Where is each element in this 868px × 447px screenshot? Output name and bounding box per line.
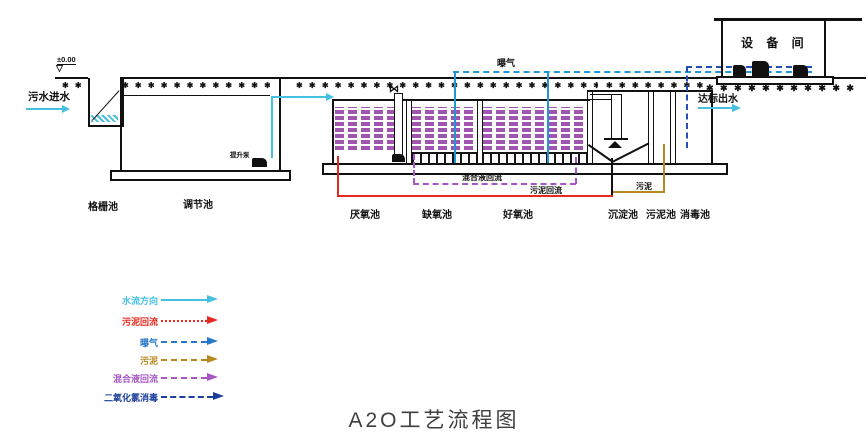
soil-hatch-row: ✱ ✱ ✱ ✱ ✱ ✱ ✱ ✱ ✱ ✱ ✱ ✱ ✱ ✱ ✱ ✱ ✱ ✱ ✱ ✱ … — [296, 81, 598, 90]
clarifier-center-well — [611, 94, 622, 140]
feed-arrow-icon — [326, 93, 334, 101]
legend-arrow-icon — [207, 355, 218, 363]
feed-pipe-line — [271, 96, 327, 98]
anaerobic-anoxic-wall — [406, 99, 412, 164]
soil-hatch-row: ✱ ✱ ✱ ✱ ✱ ✱ ✱ ✱ ✱ ✱ ✱ ✱ ✱ ✱ ✱ — [606, 81, 706, 90]
legend-label: 二氧化氯消毒 — [103, 393, 158, 403]
clarifier-cone-icon — [608, 141, 622, 148]
equipment-room-wall — [721, 21, 723, 78]
soil-hatch-row: ✱ ✱ ✱ ✱ ✱ ✱ ✱ ✱ ✱ ✱ ✱ ✱ ✱ ✱ ✱ ✱ ✱ ✱ ✱ ✱ … — [122, 81, 270, 90]
legend-label: 曝气 — [139, 338, 158, 348]
screen-tank-body — [88, 78, 124, 127]
disinfection-right-wall — [711, 90, 713, 164]
aeration-drop-line — [454, 71, 456, 163]
legend-label: 混合液回流 — [112, 374, 158, 384]
ground-line — [120, 77, 866, 79]
screen-tank-label: 格栅池 — [88, 202, 118, 213]
equipment-room-label: 设 备 间 — [741, 36, 809, 50]
clarifier-top-rim — [588, 90, 713, 92]
legend-arrow-icon — [207, 373, 218, 381]
pump-icon — [793, 65, 808, 76]
a2o-top-rim — [332, 99, 590, 101]
sludge-line — [613, 191, 665, 193]
legend-line-mixed-liquor — [161, 377, 207, 379]
legend-line-sludge-return — [161, 320, 207, 322]
legend-line-clo2 — [161, 396, 213, 398]
anaerobic-left-wall — [332, 99, 334, 164]
anaerobic-media — [335, 107, 394, 150]
aeration-drop-line — [547, 71, 549, 163]
inlet-arrow-icon — [62, 105, 70, 113]
anaerobic-tank-label: 厌氧池 — [350, 210, 380, 221]
legend-label: 水流方向 — [121, 296, 158, 306]
sludge-return-riser — [337, 156, 339, 197]
aeration-header-line — [453, 71, 812, 73]
sedimentation-tank-label: 沉淀池 — [608, 210, 638, 221]
clarifier-inlet-pipe — [590, 94, 613, 100]
mixed-liquor-return-line — [413, 183, 576, 185]
inlet-label: 污水进水 — [28, 91, 70, 103]
anoxic-diffusers — [412, 152, 477, 164]
aerobic-clarifier-wall — [587, 90, 593, 164]
sludge-drop-line — [663, 144, 665, 192]
mixed-liquor-return-label: 混合液回流 — [462, 173, 502, 182]
legend-arrow-icon — [207, 337, 218, 345]
legend-label: 污泥 — [139, 356, 158, 366]
clarifier-sludge-wall — [648, 90, 654, 164]
submersible-pump-icon — [392, 154, 405, 162]
equipment-room-wall — [824, 21, 826, 78]
equipment-room-roof — [714, 18, 862, 21]
tank-base-slab — [322, 163, 728, 175]
clarifier-underflow-pipe — [611, 158, 613, 196]
soil-hatch-row: ✱ ✱ ✱ ✱ ✱ ✱ ✱ ✱ ✱ ✱ ✱ ✱ ✱ ✱ ✱ ✱ ✱ ✱ ✱ ✱ — [706, 83, 860, 93]
level-symbol-icon: ▽ — [56, 63, 63, 73]
blower-icon — [752, 61, 769, 76]
blower-icon — [733, 65, 746, 76]
sludge-disinfection-wall — [670, 90, 676, 164]
effluent-arrow-icon — [732, 104, 741, 112]
legend-line-aeration — [161, 341, 207, 343]
aerobic-tank-label: 好氧池 — [503, 210, 533, 221]
lift-pump-icon — [252, 158, 267, 167]
sludge-label: 污泥 — [636, 182, 652, 191]
mixed-liquor-drop — [575, 157, 577, 184]
aerobic-media — [483, 107, 586, 150]
anoxic-tank-label: 缺氧池 — [422, 210, 452, 221]
regulating-tank-slab — [110, 170, 291, 181]
mixed-liquor-riser — [413, 154, 415, 184]
anoxic-aerobic-wall — [477, 99, 483, 164]
legend-label: 污泥回流 — [121, 317, 158, 327]
aerobic-diffusers — [482, 152, 587, 164]
legend-line-water-flow — [161, 299, 207, 301]
internal-recirculation-pipe — [394, 93, 403, 157]
inlet-water-line — [26, 108, 64, 110]
soil-hatch-row: ✱ ✱ ✱ — [62, 81, 86, 90]
clo2-drop-line — [686, 66, 688, 148]
ground-line — [55, 77, 88, 79]
sludge-return-label: 污泥回流 — [530, 186, 562, 195]
aeration-label: 曝气 — [497, 58, 516, 68]
page-title: A2O工艺流程图 — [348, 409, 520, 432]
disinfection-tank-label: 消毒池 — [680, 210, 710, 221]
effluent-label: 达标出水 — [698, 94, 738, 105]
screen-tank-water — [91, 115, 118, 122]
sludge-tank-label: 污泥池 — [646, 210, 676, 221]
elevation-label: ±0.00 — [57, 55, 76, 65]
clo2-supply-line — [686, 66, 812, 68]
legend-arrow-icon — [207, 295, 218, 303]
valve-icon: ⋈ — [389, 84, 399, 95]
sludge-return-line — [337, 195, 613, 197]
anoxic-media — [412, 107, 476, 150]
legend-arrow-icon — [213, 392, 224, 400]
lift-pump-pipe — [271, 96, 273, 158]
clarifier-flange — [604, 138, 628, 140]
lift-pump-label: 提升泵 — [230, 152, 250, 159]
regulating-tank-water-line — [123, 95, 270, 96]
equipment-room-slab — [716, 76, 834, 85]
regulating-tank-label: 调节池 — [183, 200, 213, 211]
legend-line-sludge — [161, 359, 207, 361]
legend-arrow-icon — [207, 316, 218, 324]
effluent-line — [698, 107, 734, 109]
